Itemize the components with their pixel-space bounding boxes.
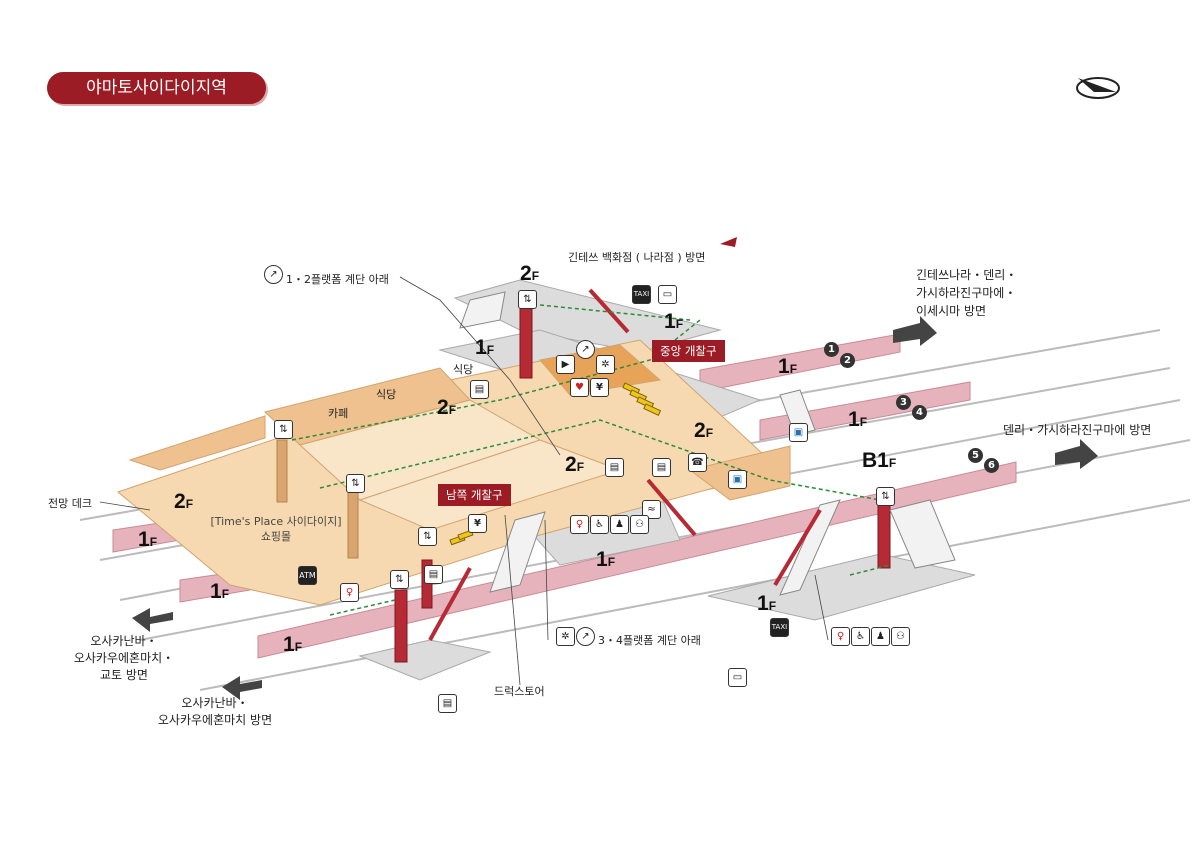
south-ticket-gate-label: 남쪽 개찰구 <box>438 484 511 506</box>
platform-number-4: 4 <box>912 405 927 420</box>
drugstore-label: 드럭스토어 <box>494 685 545 698</box>
family-icon: ⚇ <box>630 515 649 534</box>
platform-number-6: 6 <box>984 458 999 473</box>
baby-icon-right: ♟ <box>871 627 890 646</box>
floor-label-2f-right: 2F <box>694 419 714 442</box>
direction-arrows <box>132 237 1098 700</box>
floor-label-2f-cafe: 2F <box>437 396 457 419</box>
locker-icon-bottom: ▤ <box>424 565 443 584</box>
wheelchair-icon: ♿ <box>590 515 609 534</box>
elevator-icon-bottom: ⇅ <box>390 570 409 589</box>
direction-kyoto-line1: 오사카난바・ <box>90 634 158 648</box>
smartcard-icon-central: ✲ <box>596 355 615 374</box>
platform12-route-icon: ↗ <box>264 265 283 284</box>
atm-icon: ATM <box>298 566 317 585</box>
bus-icon-bottom: ▭ <box>728 668 747 687</box>
arrow-osaka <box>222 676 262 700</box>
ticket-office-icon: ▶ <box>556 355 575 374</box>
direction-tenri: 덴리・가시하라진구마에 방면 <box>1003 423 1152 437</box>
coin-locker-icon-right: ▣ <box>789 423 808 442</box>
locker-icon-top: ▤ <box>470 380 489 399</box>
platform-number-1: 1 <box>824 342 839 357</box>
arrow-tenri <box>1055 439 1098 469</box>
restaurant-label-1: 식당 <box>376 388 397 401</box>
wheelchair-icon-right: ♿ <box>851 627 870 646</box>
coin-locker-icon: ▣ <box>728 470 747 489</box>
observation-deck-label: 전망 데크 <box>48 497 92 510</box>
floor-label-1f-top: 1F <box>664 310 684 333</box>
toilet-icon-right: ♀ <box>831 627 850 646</box>
bus-icon-top: ▭ <box>658 285 677 304</box>
escalators <box>428 288 822 641</box>
direction-osaka-line1: 오사카난바・ <box>181 696 249 710</box>
phone-icon: ☎ <box>688 453 707 472</box>
leader-lines <box>99 276 829 686</box>
direction-nara-line1: 긴테쓰나라・덴리・ <box>916 268 1018 282</box>
taxi-icon-bottom: TAXI <box>770 618 789 637</box>
arrow-kintetsu-dept <box>720 237 737 247</box>
floor-label-2f-left: 2F <box>174 490 194 513</box>
smartcard-icon-bottom: ✲ <box>556 627 575 646</box>
floor-label-2f-center: 2F <box>565 453 585 476</box>
elevator-icon-south: ⇅ <box>418 527 437 546</box>
toilet-icon-bottom: ♀ <box>340 583 359 602</box>
direction-kyoto-line2: 오사카우에혼마치・ <box>73 651 175 665</box>
shopping-mall-label: [Time's Place 사이다이지] 쇼핑몰 <box>196 514 356 544</box>
shopping-mall-line2: 쇼핑몰 <box>260 530 292 543</box>
smoking-area-icon: ≈ <box>642 500 661 519</box>
compass-icon <box>1076 77 1120 99</box>
platform-number-2: 2 <box>840 353 855 368</box>
direction-kyoto: 오사카난바・ 오사카우에혼마치・ 교토 방면 <box>54 633 194 684</box>
kintetsu-dept-direction: 긴테쓰 백화점 ( 나라점 ) 방면 <box>568 251 706 264</box>
direction-nara: 긴테쓰나라・덴리・ 가시하라진구마에・ 이세시마 방면 <box>916 266 1017 320</box>
platform12-under-label: 1・2플랫폼 계단 아래 <box>286 273 389 286</box>
floor-label-2f-top: 2F <box>520 262 540 285</box>
route-icon-central: ↗ <box>576 340 595 359</box>
route-icon-bottom: ↗ <box>576 627 595 646</box>
direction-nara-line3: 이세시마 방면 <box>916 304 987 318</box>
cafe-label: 카페 <box>328 407 349 420</box>
central-ticket-gate-label: 중앙 개찰구 <box>652 340 725 362</box>
floor-label-1f-left-top: 1F <box>475 336 495 359</box>
locker-icon-lowest: ▤ <box>438 694 457 713</box>
floor-label-1f-platform12: 1F <box>778 355 798 378</box>
floor-label-b1f: B1F <box>862 449 897 472</box>
yen-icon-central: ¥ <box>590 378 609 397</box>
direction-nara-line2: 가시하라진구마에・ <box>916 286 1017 300</box>
platform-number-3: 3 <box>896 395 911 410</box>
elevator-icon-right: ⇅ <box>876 487 895 506</box>
station-title: 야마토사이다이지역 <box>47 72 266 104</box>
toilet-icon: ♀ <box>570 515 589 534</box>
platform34-under-label: 3・4플랫폼 계단 아래 <box>598 634 701 647</box>
arrow-nara <box>893 316 937 346</box>
stairs <box>459 291 956 596</box>
family-icon-right: ⚇ <box>891 627 910 646</box>
restaurant-label-2: 식당 <box>453 363 474 376</box>
elevator-icon-left: ⇅ <box>274 420 293 439</box>
elevator-icon: ⇅ <box>518 290 537 309</box>
floor-label-1f-center-bottom: 1F <box>596 548 616 571</box>
direction-kyoto-line3: 교토 방면 <box>100 668 148 682</box>
heart-icon: ♥ <box>570 378 589 397</box>
locker-icon-center: ▤ <box>605 458 624 477</box>
direction-osaka: 오사카난바・ 오사카우에혼마치 방면 <box>140 695 290 729</box>
floor-label-1f-right-bottom: 1F <box>757 592 777 615</box>
taxi-icon-top: TAXI <box>632 285 651 304</box>
arrow-kyoto <box>132 608 173 632</box>
platform-number-5: 5 <box>968 448 983 463</box>
pillars <box>276 299 891 663</box>
shopping-mall-line1: [Time's Place 사이다이지] <box>210 515 342 528</box>
locker-icon-center2: ▤ <box>652 458 671 477</box>
floor-label-1f-left1: 1F <box>138 528 158 551</box>
baby-icon: ♟ <box>610 515 629 534</box>
direction-osaka-line2: 오사카우에혼마치 방면 <box>157 713 273 727</box>
floor-label-1f-left2: 1F <box>210 580 230 603</box>
elevator-icon-mall: ⇅ <box>346 474 365 493</box>
yen-icon-south: ¥ <box>468 514 487 533</box>
floor-label-1f-platform34: 1F <box>848 408 868 431</box>
floor-label-1f-bottom: 1F <box>283 633 303 656</box>
